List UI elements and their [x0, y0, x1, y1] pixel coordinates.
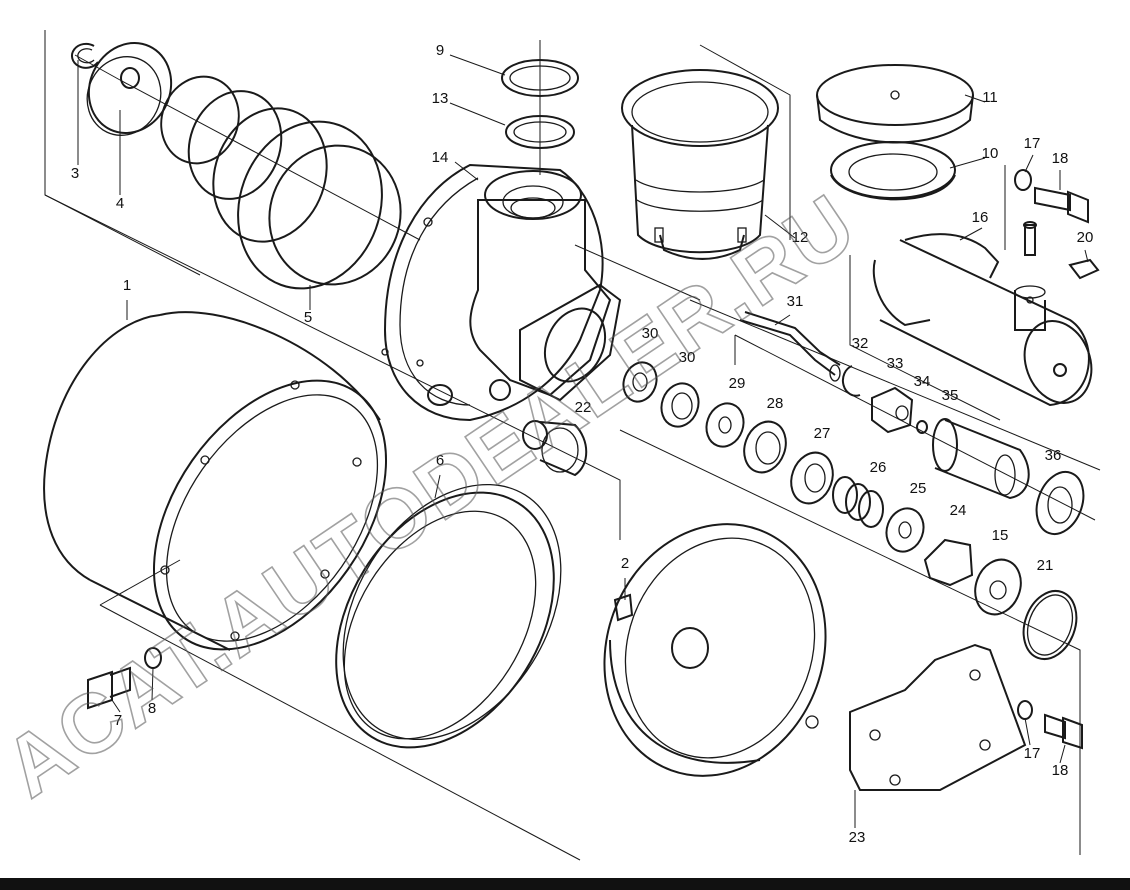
- spring-clip-24: [923, 538, 974, 587]
- callout-c10: 10: [982, 145, 999, 162]
- cup-seal-10: [830, 141, 956, 201]
- callout-labels: 3459131411101718121620131303032333435292…: [71, 42, 1094, 846]
- callout-c8: 8: [148, 700, 156, 717]
- bearing-36: [1035, 471, 1085, 535]
- washer-15: [974, 558, 1022, 616]
- callout-c29: 29: [729, 375, 746, 392]
- rear-cover-2: [603, 523, 827, 777]
- callout-c25: 25: [910, 480, 927, 497]
- callout-c1: 1: [123, 277, 131, 294]
- circlip-32: [841, 365, 861, 397]
- cylinder-16: [872, 233, 1093, 407]
- spring-26: [832, 476, 884, 528]
- callout-c20: 20: [1077, 229, 1094, 246]
- rod-31: [739, 311, 841, 382]
- callout-c11: 11: [982, 89, 998, 106]
- seal-30b: [660, 382, 700, 428]
- callout-c14: 14: [432, 149, 449, 166]
- callout-c18b: 18: [1052, 762, 1069, 779]
- callout-c27: 27: [814, 425, 831, 442]
- washer-17-top: [1014, 169, 1032, 191]
- cap-11: [816, 64, 974, 144]
- snap-ring-3: [70, 42, 99, 69]
- callout-c13: 13: [432, 90, 449, 107]
- callout-c5: 5: [304, 309, 312, 326]
- callout-c26: 26: [870, 459, 887, 476]
- callout-c34: 34: [914, 373, 931, 390]
- callout-c4: 4: [116, 195, 124, 212]
- small-ring-34: [916, 420, 928, 434]
- bearing-28: [743, 420, 787, 474]
- callout-c21: 21: [1037, 557, 1054, 574]
- callout-c3: 3: [71, 165, 79, 182]
- bolt-18-top: [1034, 186, 1089, 224]
- callout-c30a: 30: [642, 325, 659, 342]
- bottom-bar: [0, 878, 1130, 890]
- callout-c17b: 17: [1024, 745, 1041, 762]
- washer-25: [885, 507, 925, 553]
- callout-c28: 28: [767, 395, 784, 412]
- callout-c24: 24: [950, 502, 967, 519]
- spring-seat-4: [86, 42, 173, 136]
- callout-c36: 36: [1045, 447, 1062, 464]
- callout-c17a: 17: [1024, 135, 1041, 152]
- hex-nut-33: [871, 386, 914, 434]
- filter-cup-12: [621, 69, 779, 260]
- callout-c31: 31: [787, 293, 804, 310]
- callout-c12: 12: [792, 229, 809, 246]
- mounting-bracket-23: [849, 643, 1027, 791]
- seal-ring-6: [335, 483, 562, 749]
- callout-c35: 35: [942, 387, 959, 404]
- washer-29: [705, 402, 745, 448]
- callout-c2: 2: [621, 555, 629, 572]
- o-ring-9: [501, 59, 579, 97]
- callout-c16: 16: [972, 209, 989, 226]
- callout-c7: 7: [114, 712, 122, 729]
- grease-fitting: [1023, 221, 1037, 256]
- washer-17-bottom: [1017, 700, 1033, 720]
- return-spring-5: [160, 75, 402, 290]
- o-ring-21: [1022, 590, 1078, 660]
- front-housing-14: [381, 163, 622, 422]
- piston-35: [932, 418, 1030, 500]
- bushing-27: [790, 451, 834, 505]
- pressure-switch-20: [1068, 258, 1100, 280]
- callout-leaders: [77, 54, 1089, 828]
- bolt-18-bottom: [1044, 713, 1083, 750]
- outer-drum-1: [43, 311, 388, 651]
- callout-c30b: 30: [679, 349, 696, 366]
- callout-c6: 6: [436, 452, 444, 469]
- callout-c33: 33: [887, 355, 904, 372]
- watermark-text: ACAT.AUTODEALER.RU: [0, 176, 872, 815]
- plug-22: [522, 420, 588, 477]
- callout-c22: 22: [575, 399, 592, 416]
- callout-c23: 23: [849, 829, 866, 846]
- callout-c9: 9: [436, 42, 444, 59]
- callout-c32: 32: [852, 335, 869, 352]
- callout-c15: 15: [992, 527, 1009, 544]
- assembly-guide-lines: [44, 30, 1101, 861]
- callout-c18a: 18: [1052, 150, 1069, 167]
- o-ring-13: [505, 115, 575, 149]
- washer-30a: [622, 361, 658, 403]
